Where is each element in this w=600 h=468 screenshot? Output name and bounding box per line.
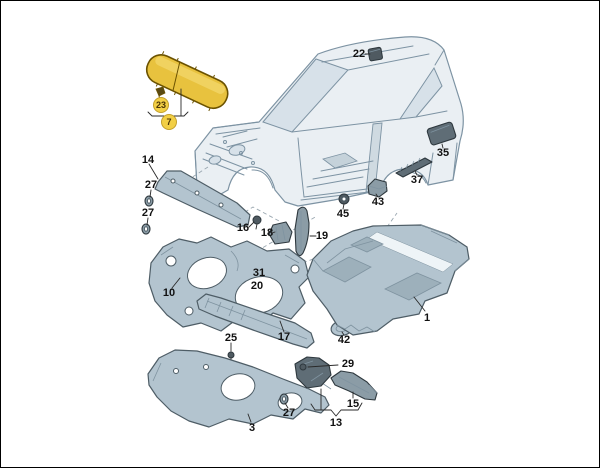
part-18-wedge [268, 221, 293, 245]
part-label-35-22: 35 [436, 147, 450, 159]
part-15-bracket [330, 370, 378, 401]
part-badge-23-1: 23 [153, 97, 169, 113]
part-label-45-20: 45 [336, 208, 350, 220]
part-13-left-bracket [294, 356, 332, 389]
part-badge-7-2: 7 [161, 114, 177, 130]
grommet-27-b [141, 223, 151, 235]
part-1-floor-carpet [306, 224, 470, 336]
part-label-18-8: 18 [260, 227, 274, 239]
seat-pan [322, 152, 358, 169]
part-29-screw [299, 363, 307, 371]
part-label-27-4: 27 [144, 179, 158, 191]
part-43-bracket [367, 178, 388, 198]
part-14-insulation-strip [154, 170, 251, 228]
group-13-bracket [310, 402, 363, 417]
part-22-roof-pad [367, 46, 383, 62]
engine-bay-structure [194, 121, 261, 188]
part-10-firewall-panel [148, 236, 310, 332]
quarter-window-opening [398, 66, 443, 120]
part-label-17-13: 17 [277, 331, 291, 343]
part-25-screw [227, 351, 235, 362]
car-body-shell [194, 36, 464, 207]
part-label-22-0: 22 [352, 48, 366, 60]
panel-clip-icon [155, 86, 166, 97]
part-label-42-14: 42 [337, 334, 351, 346]
part-label-16-7: 16 [236, 222, 250, 234]
part-13-group [294, 356, 378, 417]
part-label-31-10: 31 [252, 267, 266, 279]
part-label-43-21: 43 [371, 196, 385, 208]
part-label-27-18: 27 [282, 407, 296, 419]
part-label-27-5: 27 [141, 207, 155, 219]
part-label-37-23: 37 [410, 174, 424, 186]
strut-tower [228, 144, 246, 156]
part-label-13-17: 13 [329, 417, 343, 429]
part-35-quarter-pad [426, 121, 457, 146]
part-label-25-12: 25 [224, 332, 238, 344]
part-17-crossmember-insulation [196, 293, 315, 349]
part-label-15-16: 15 [346, 398, 360, 410]
grommet-27-a [144, 195, 154, 207]
part-label-29-15: 29 [341, 358, 355, 370]
part-label-10-6: 10 [162, 287, 176, 299]
highlighted-sound-absorber-panel [145, 51, 229, 121]
part-label-14-3: 14 [141, 154, 155, 166]
part-label-1-24: 1 [423, 312, 431, 324]
part-label-20-11: 20 [250, 280, 264, 292]
part-45-grommet [338, 193, 350, 205]
grommet-27-c [279, 393, 289, 405]
part-16-clip [252, 215, 262, 230]
part-37-sill-strip [395, 157, 433, 178]
part-label-19-9: 19 [315, 230, 329, 242]
part-19-pillar-strip [294, 206, 310, 257]
part-label-3-19: 3 [248, 422, 256, 434]
